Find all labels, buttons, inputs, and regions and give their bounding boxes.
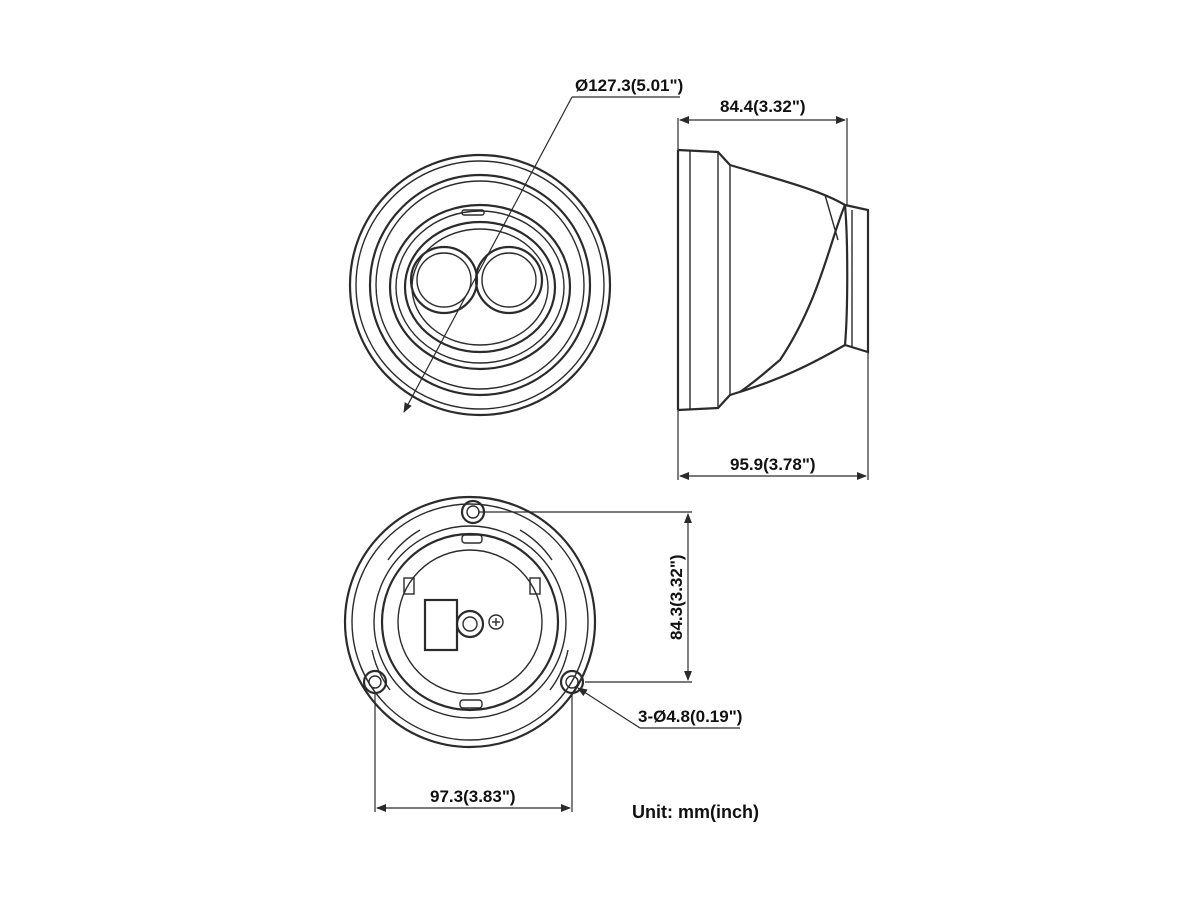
hole-spec-label: 3-Ø4.8(0.19") <box>638 707 742 726</box>
left-lens <box>409 245 479 315</box>
mounting-hole-left <box>362 669 388 695</box>
base-height-label: 84.3(3.32") <box>667 554 686 640</box>
front-view: Ø127.3(5.01") <box>348 76 683 417</box>
side-depth-top-label: 84.4(3.32") <box>720 97 806 116</box>
side-view: 84.4(3.32") 95.9(3.78") <box>676 97 870 480</box>
side-depth-bottom-label: 95.9(3.78") <box>730 455 816 474</box>
base-width-label: 97.3(3.83") <box>430 787 516 806</box>
front-diameter-label: Ø127.3(5.01") <box>575 76 683 95</box>
unit-note: Unit: mm(inch) <box>632 802 759 822</box>
center-screw <box>455 609 485 639</box>
right-lens <box>474 245 544 315</box>
base-view: 84.3(3.32") 3-Ø4.8(0.19") 97.3(3.83") <box>343 495 742 812</box>
mounting-hole-right <box>559 669 585 695</box>
